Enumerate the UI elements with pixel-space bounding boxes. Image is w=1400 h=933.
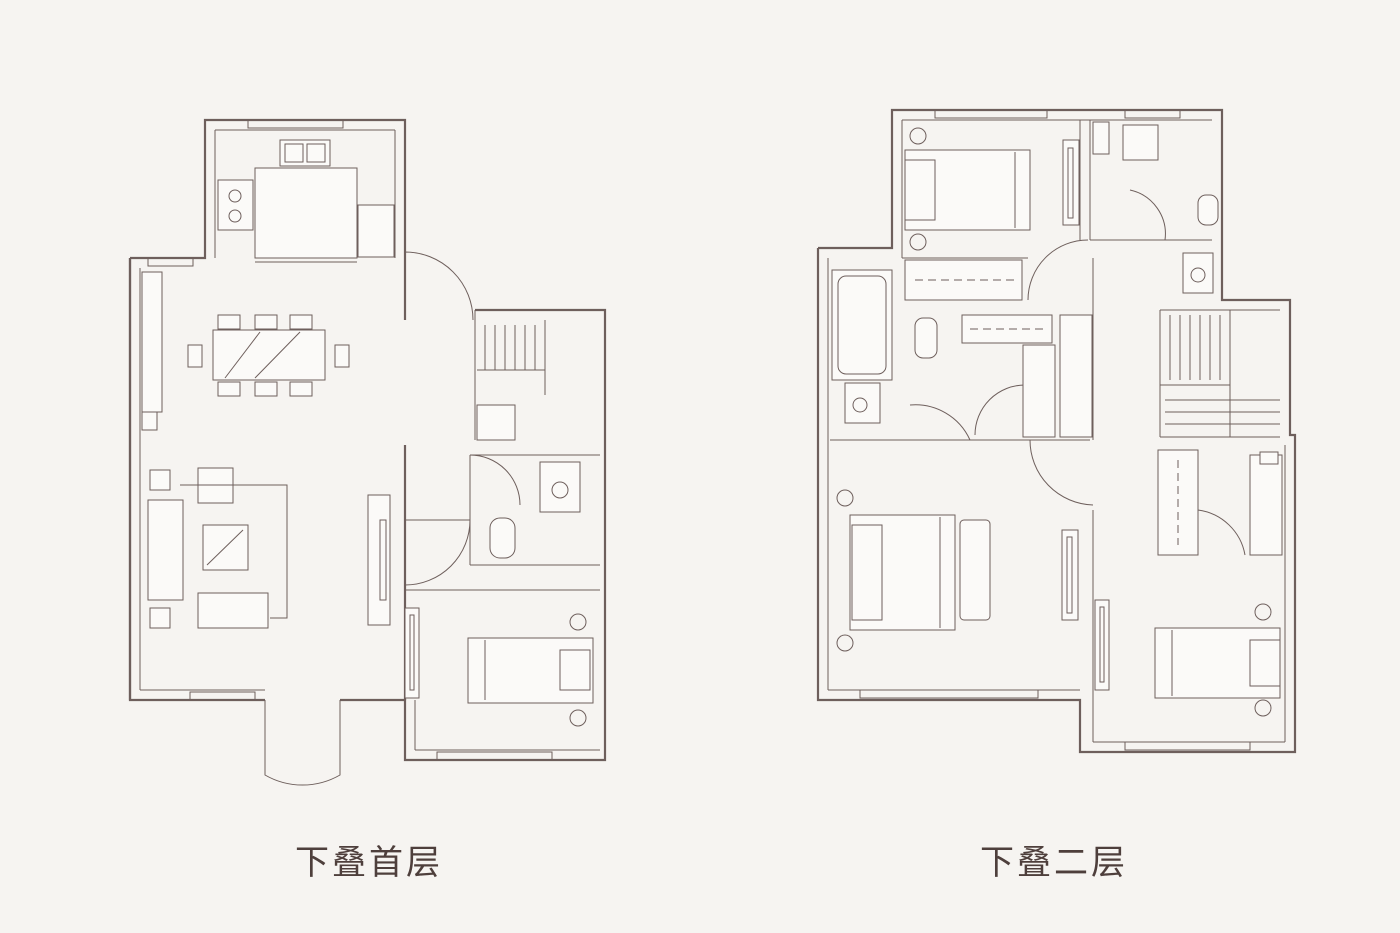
second-floor-caption: 下叠二层 (980, 843, 1128, 883)
master-bedroom (836, 489, 1079, 652)
bedroom-second-floor-right (1094, 449, 1283, 717)
plan-second-floor (816, 108, 1297, 754)
dining-table (187, 314, 350, 397)
bathroom-second-floor-top (1092, 121, 1219, 294)
bedroom-second-floor-top (904, 127, 1080, 301)
bathroom-first-floor (489, 461, 581, 559)
bedroom-first-floor (404, 607, 594, 727)
plan-first-floor (128, 118, 607, 786)
tv-cabinet (367, 494, 391, 626)
kitchen (217, 139, 395, 263)
second-floor-doors (909, 189, 1246, 556)
first-floor-doors (264, 251, 521, 786)
living-room-sofa-set (141, 271, 288, 629)
first-floor-caption: 下叠首层 (295, 843, 443, 883)
second-floor-windows (859, 109, 1251, 751)
bathroom-second-floor-left (831, 269, 1093, 438)
stair-first-floor (476, 320, 546, 441)
stair-second-floor (1159, 310, 1280, 437)
first-floor-windows (147, 119, 553, 761)
